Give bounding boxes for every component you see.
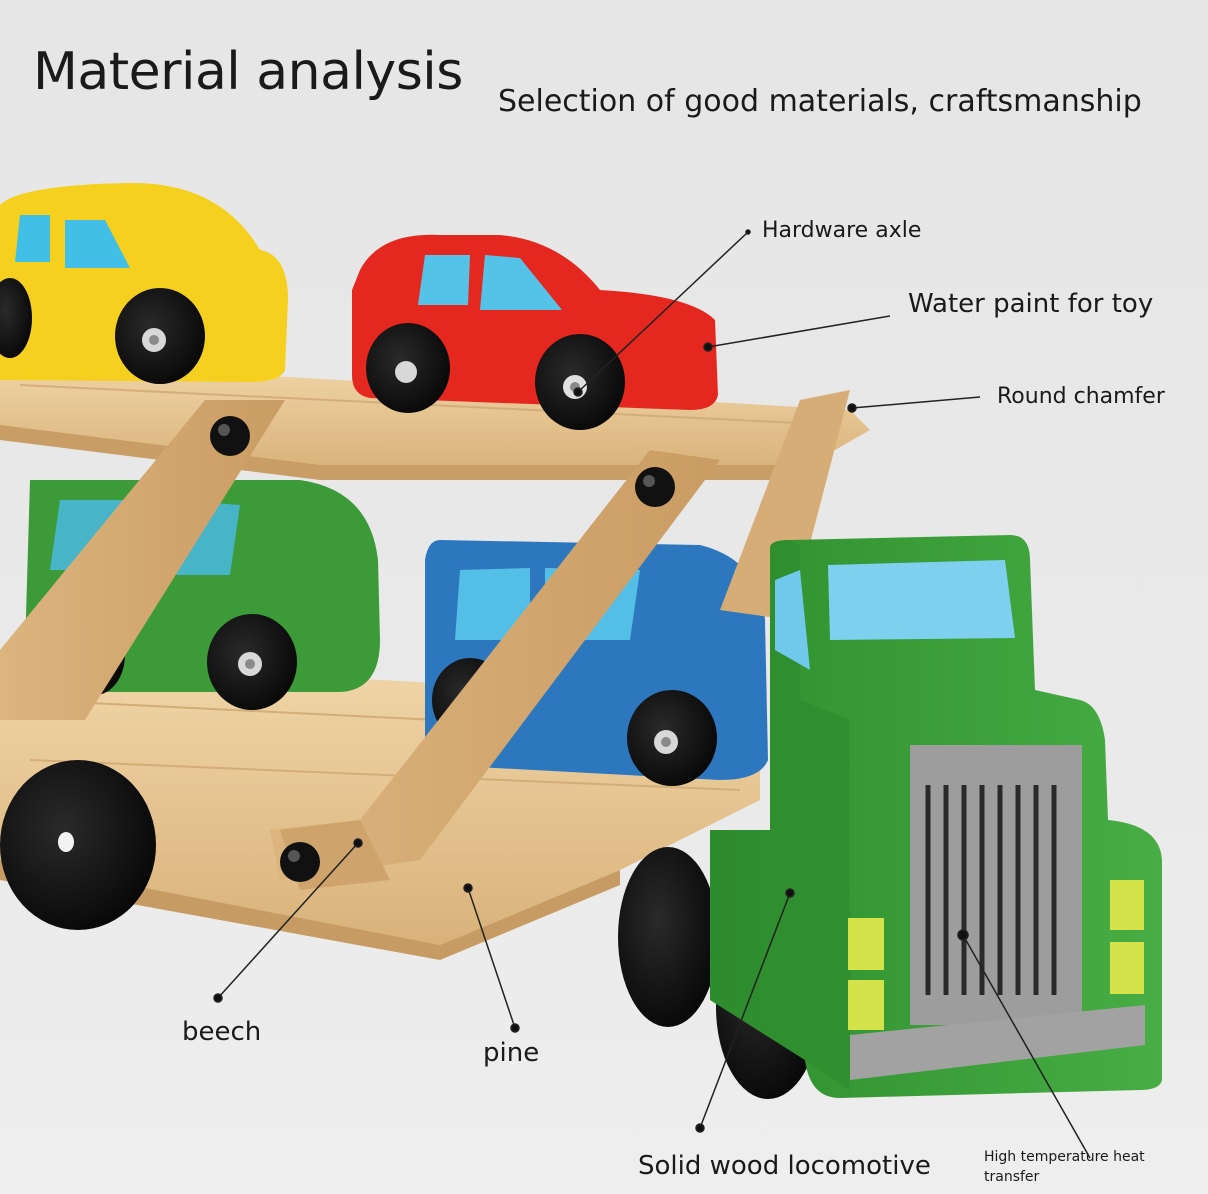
callout-leader-lines xyxy=(213,229,1091,1159)
beech-support-beams xyxy=(0,390,850,890)
rear-trailer-wheel xyxy=(0,760,156,930)
callout-water-paint: Water paint for toy xyxy=(908,289,1154,319)
red-toy-car xyxy=(352,234,718,430)
callout-heat-transfer: High temperature heat transfer xyxy=(984,1149,1145,1185)
callout-pine: pine xyxy=(483,1038,540,1068)
callout-beech: beech xyxy=(182,1017,262,1047)
yellow-toy-car xyxy=(0,182,288,384)
callout-solid-wood-locomotive: Solid wood locomotive xyxy=(638,1151,931,1181)
callout-round-chamfer: Round chamfer xyxy=(997,384,1165,409)
green-truck-cab xyxy=(618,535,1162,1099)
page-title: Material analysis xyxy=(33,42,463,102)
callout-hardware-axle: Hardware axle xyxy=(762,218,922,243)
page-subtitle: Selection of good materials, craftsmansh… xyxy=(498,84,1142,119)
